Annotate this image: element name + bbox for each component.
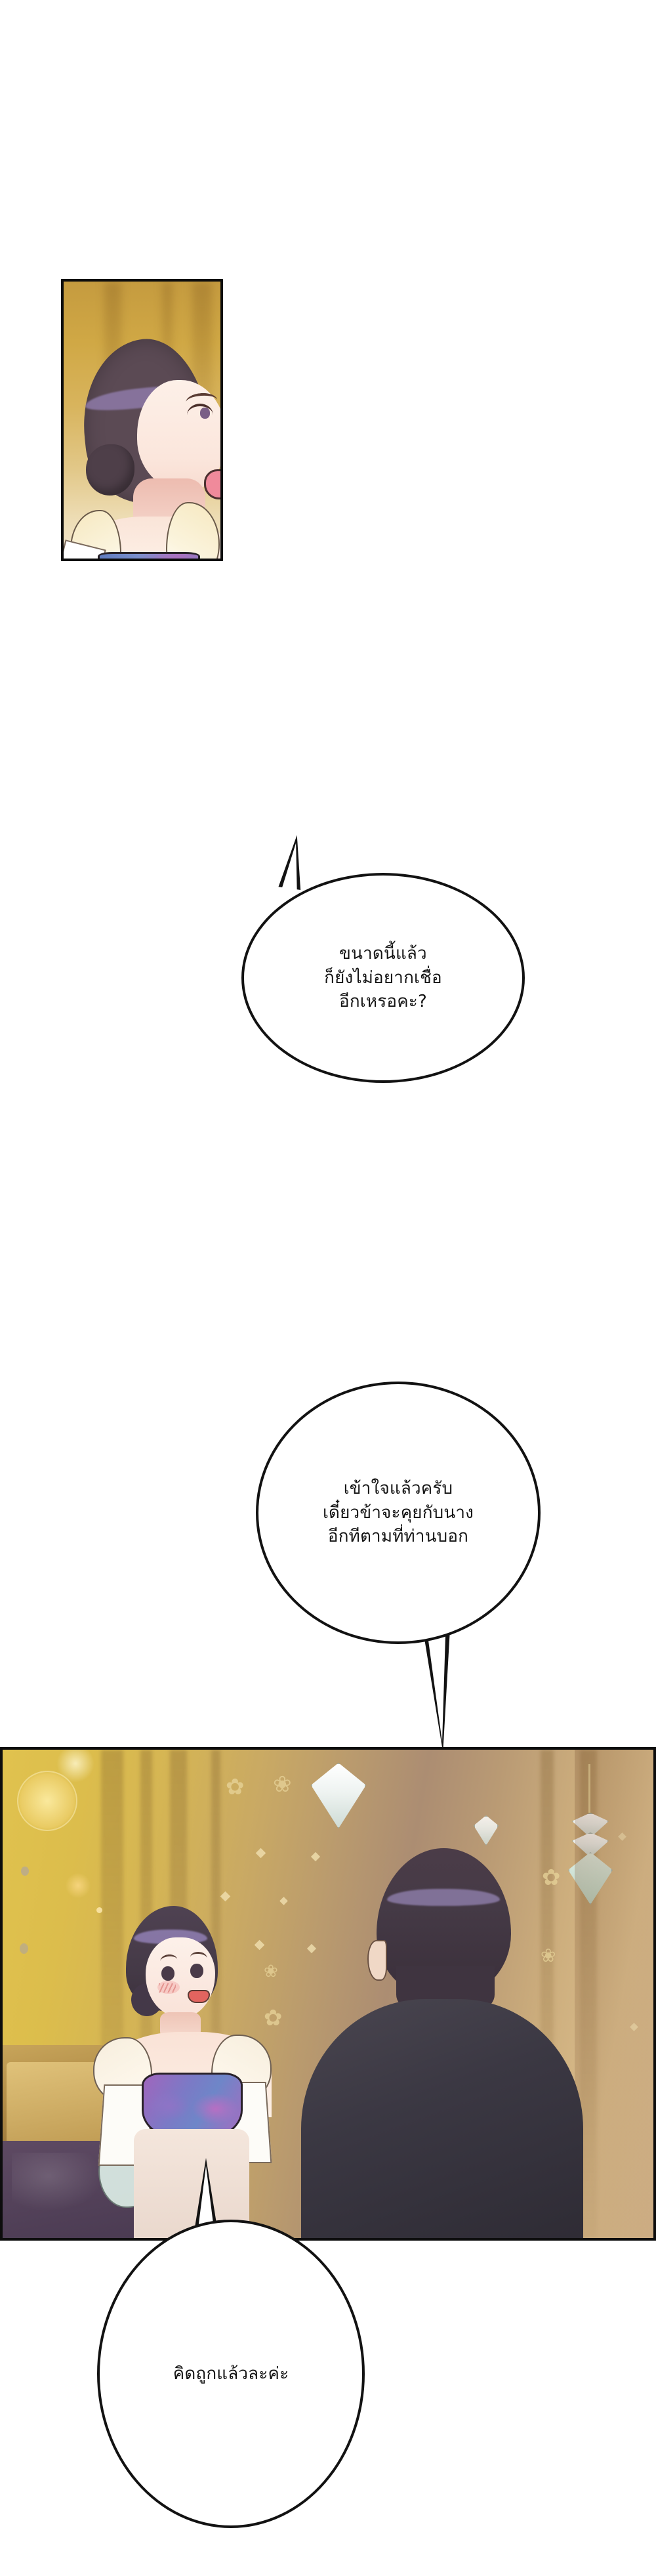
woman-pupil	[200, 408, 210, 419]
damask-ornament-icon: ❀	[273, 1772, 292, 1797]
damask-ornament-icon: ❀	[264, 1961, 278, 1981]
woman-eye-left	[161, 1966, 174, 1981]
comic-panel-2: ✿ ❀ ✿ ❀ ✿ ❀ ✿	[0, 1747, 656, 2241]
wall-drapery-column	[575, 1750, 653, 2238]
man-ear	[367, 1940, 387, 1981]
damask-ornament-icon: ❀	[541, 1945, 556, 1966]
woman-face	[137, 380, 220, 492]
speech-bubble-1: ขนาดนี้แล้ว ก็ยังไม่อยากเชื่อ อีกเหรอคะ?	[241, 873, 525, 1083]
woman-eye-right	[190, 1964, 203, 1978]
man-suit-back	[301, 1999, 583, 2238]
comic-panel-1	[61, 279, 223, 561]
woman-hair-bun	[86, 444, 134, 496]
speech-bubble-2-text: เข้าใจแล้วครับ เดี๋ยวข้าจะคุยกับนาง อีกท…	[322, 1478, 474, 1547]
chandelier-crystal	[568, 1852, 613, 1905]
woman-eye	[187, 404, 213, 417]
damask-ornament-icon: ✿	[542, 1865, 561, 1890]
speech-bubble-3-text: คิดถูกแล้วละค่ะ	[173, 2363, 289, 2384]
woman-smiling-mouth	[188, 1990, 210, 2003]
chandelier-crystal	[311, 1763, 366, 1828]
speech-bubble-3: คิดถูกแล้วละค่ะ	[97, 2220, 365, 2528]
crystal-hook-line	[588, 1764, 590, 1813]
woman-blush-lines	[159, 1983, 176, 1993]
dress-floral-bodice	[98, 552, 200, 559]
damask-ornament-icon: ✿	[264, 2006, 283, 2031]
speech-bubble-2: เข้าใจแล้วครับ เดี๋ยวข้าจะคุยกับนาง อีกท…	[256, 1382, 541, 1644]
woman-face	[146, 1937, 215, 2017]
speech-bubble-1-text: ขนาดนี้แล้ว ก็ยังไม่อยากเชื่อ อีกเหรอคะ?	[324, 943, 442, 1012]
damask-ornament-icon: ✿	[226, 1775, 245, 1800]
chandelier-crystal	[474, 1815, 499, 1846]
